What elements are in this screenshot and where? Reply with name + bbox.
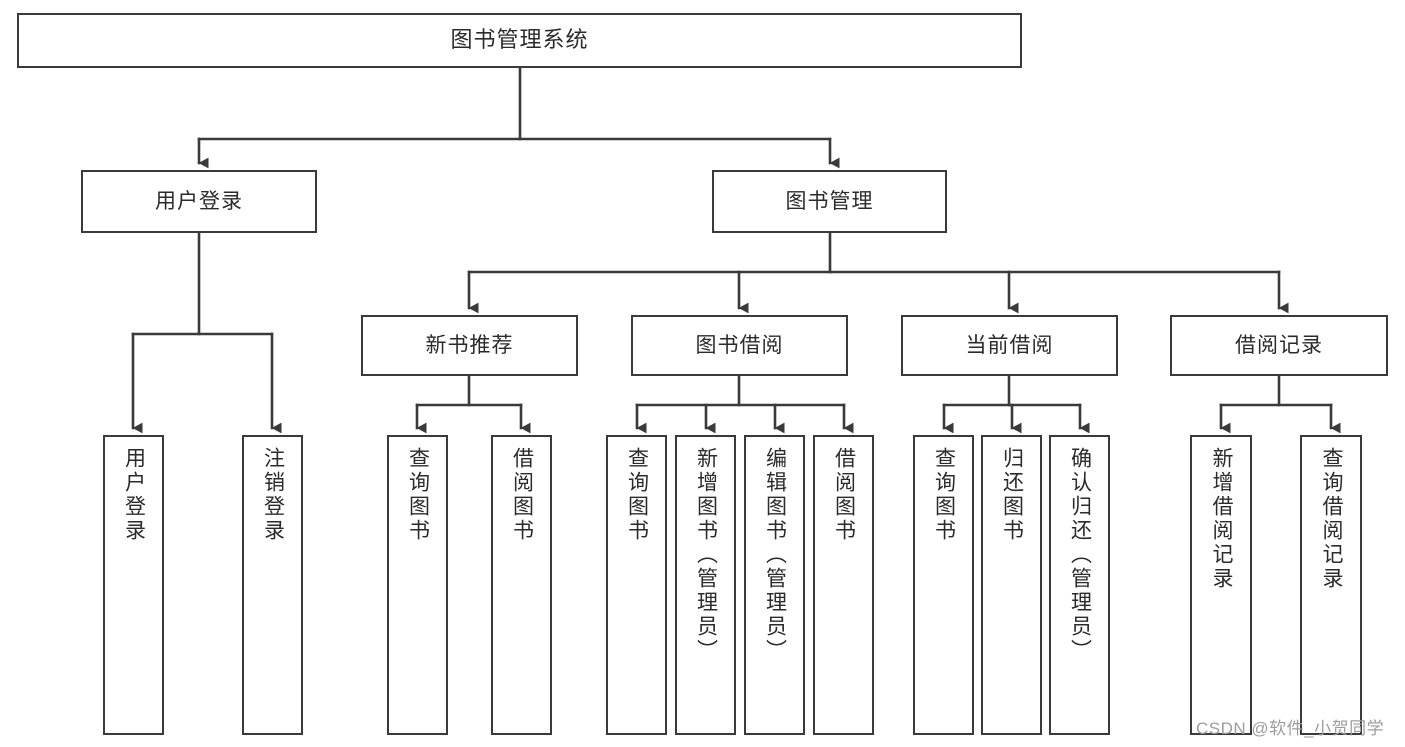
node-leaf-user-login[interactable]: 用户登录: [103, 435, 164, 735]
node-label: 新增图书（管理员）: [694, 447, 718, 663]
node-root-book-management-system[interactable]: 图书管理系统: [17, 13, 1022, 68]
node-label: 编辑图书（管理员）: [763, 447, 787, 663]
node-label: 归还图书: [1000, 447, 1024, 543]
node-user-login[interactable]: 用户登录: [81, 170, 317, 233]
node-label: 新书推荐: [425, 333, 514, 357]
node-leaf-query-book-borrow[interactable]: 查询图书: [606, 435, 667, 735]
node-label: 借阅图书: [510, 447, 534, 543]
node-label: 注销登录: [261, 447, 285, 543]
node-label: 查询图书: [625, 447, 649, 543]
node-leaf-borrow-book[interactable]: 借阅图书: [813, 435, 874, 735]
csdn-watermark: CSDN @软件_小贺同学: [1196, 719, 1385, 738]
node-borrow-record[interactable]: 借阅记录: [1170, 315, 1388, 376]
node-label: 当前借阅: [965, 333, 1054, 357]
node-label: 确认归还（管理员）: [1068, 447, 1092, 663]
node-label: 图书借阅: [695, 333, 784, 357]
node-leaf-confirm-return[interactable]: 确认归还（管理员）: [1049, 435, 1110, 735]
node-label: 图书管理: [785, 189, 874, 213]
node-leaf-query-borrow-record[interactable]: 查询借阅记录: [1300, 435, 1362, 735]
node-label: 查询借阅记录: [1320, 447, 1344, 591]
node-leaf-return-book[interactable]: 归还图书: [981, 435, 1042, 735]
node-leaf-borrow-book-recommend[interactable]: 借阅图书: [491, 435, 552, 735]
node-label: 用户登录: [155, 189, 243, 213]
node-leaf-query-book-current[interactable]: 查询图书: [913, 435, 974, 735]
node-label: 用户登录: [122, 447, 146, 543]
node-book-borrow[interactable]: 图书借阅: [631, 315, 848, 376]
node-leaf-user-logout[interactable]: 注销登录: [242, 435, 303, 735]
node-label: 借阅记录: [1235, 333, 1323, 357]
node-leaf-edit-book[interactable]: 编辑图书（管理员）: [744, 435, 805, 735]
node-label: 新增借阅记录: [1210, 447, 1234, 591]
node-label: 图书管理系统: [450, 27, 589, 53]
node-label: 查询图书: [406, 447, 430, 543]
node-current-borrow[interactable]: 当前借阅: [901, 315, 1118, 376]
node-label: 借阅图书: [832, 447, 856, 543]
node-leaf-add-book[interactable]: 新增图书（管理员）: [675, 435, 736, 735]
node-label: 查询图书: [932, 447, 956, 543]
node-leaf-query-book-recommend[interactable]: 查询图书: [387, 435, 448, 735]
node-book-manage[interactable]: 图书管理: [712, 170, 947, 233]
node-leaf-add-borrow-record[interactable]: 新增借阅记录: [1190, 435, 1252, 735]
node-new-book-recommend[interactable]: 新书推荐: [361, 315, 578, 376]
